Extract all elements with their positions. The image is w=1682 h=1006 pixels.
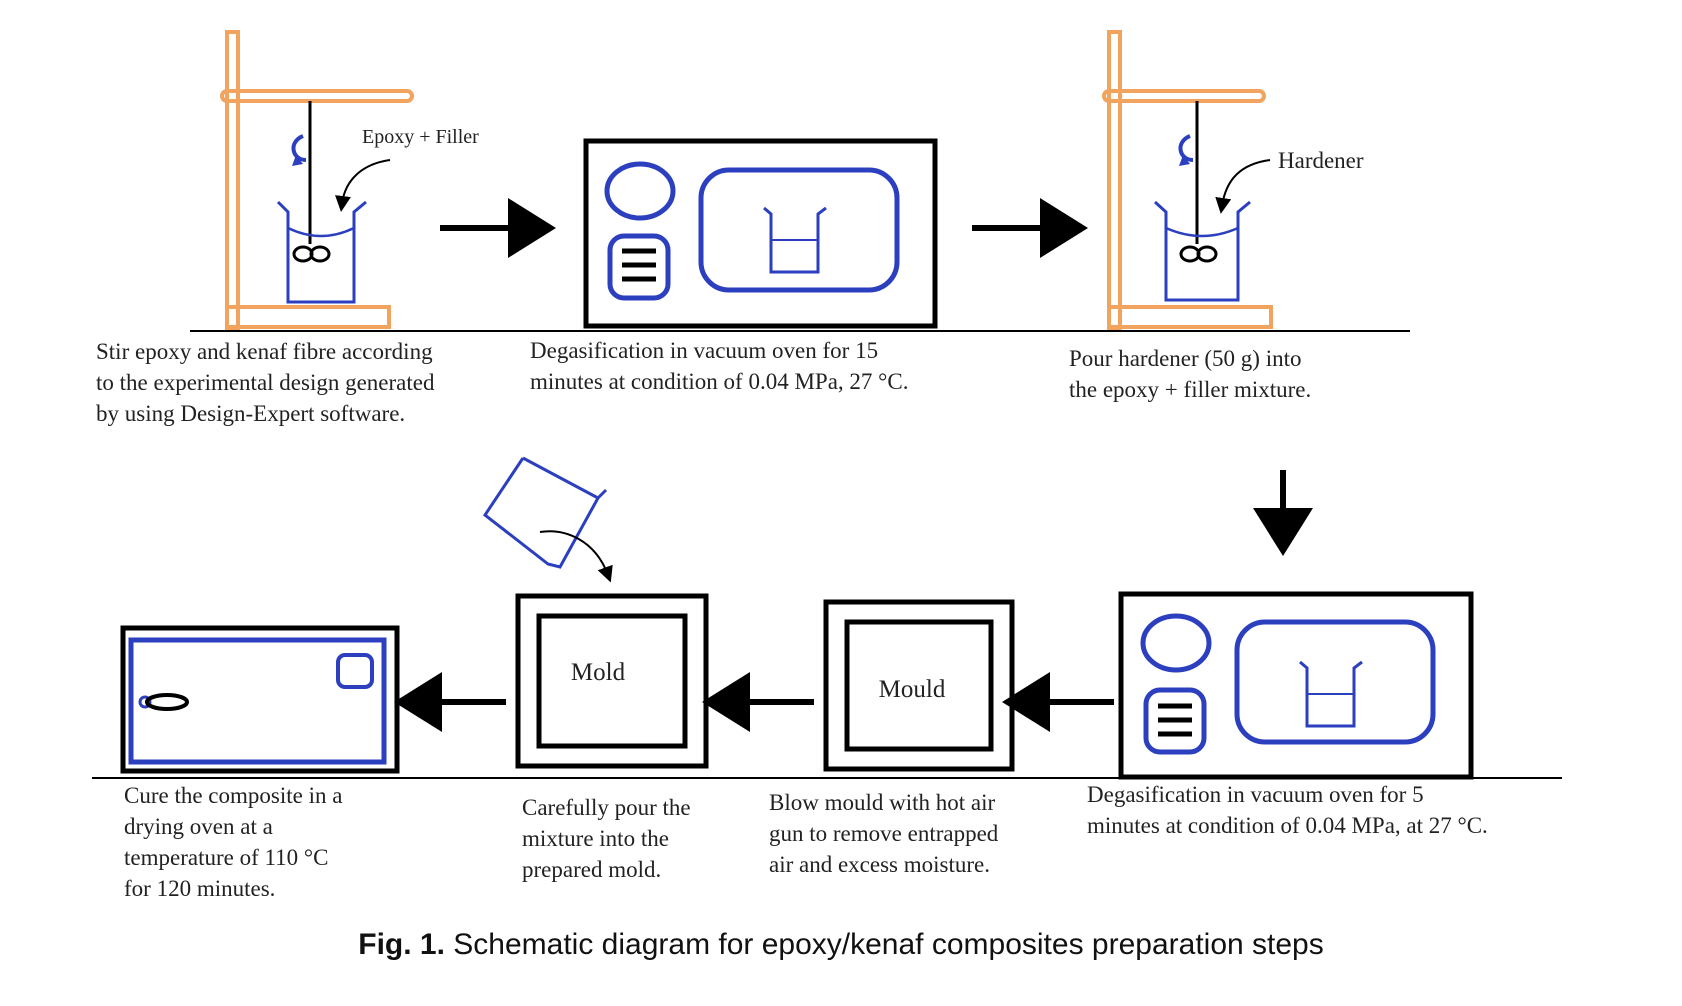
hardener-label: Hardener: [1278, 148, 1364, 173]
figure-number: Fig. 1.: [358, 928, 445, 961]
step-7-caption: Cure the composite in a drying oven at a…: [124, 783, 343, 901]
stir-stand-icon: [1102, 30, 1273, 330]
mold-label: Mold: [571, 659, 626, 686]
pour-beaker-icon: [482, 456, 613, 583]
figure-title: Schematic diagram for epoxy/kenaf compos…: [453, 928, 1324, 961]
figure-caption: Fig. 1. Schematic diagram for epoxy/kena…: [0, 928, 1682, 962]
step-3-caption: Pour hardener (50 g) into the epoxy + fi…: [1069, 346, 1312, 402]
stir-stand-icon: [220, 30, 414, 330]
step-5-caption: Blow mould with hot air gun to remove en…: [769, 790, 999, 877]
mold-icon: [823, 599, 1015, 772]
step-6-caption: Carefully pour the mixture into the prep…: [522, 795, 691, 882]
step-1-caption: Stir epoxy and kenaf fibre according to …: [96, 339, 435, 426]
mould-label: Mould: [879, 676, 946, 703]
step-2-caption: Degasification in vacuum oven for 15 min…: [530, 338, 909, 394]
vacuum-oven-icon: [583, 138, 938, 329]
vacuum-oven-icon: [1118, 591, 1474, 780]
step-4-caption: Degasification in vacuum oven for 5 minu…: [1087, 782, 1488, 838]
epoxy-filler-label: Epoxy + Filler: [362, 126, 479, 148]
drying-oven-icon: [120, 625, 400, 774]
mold-icon: [515, 593, 709, 769]
